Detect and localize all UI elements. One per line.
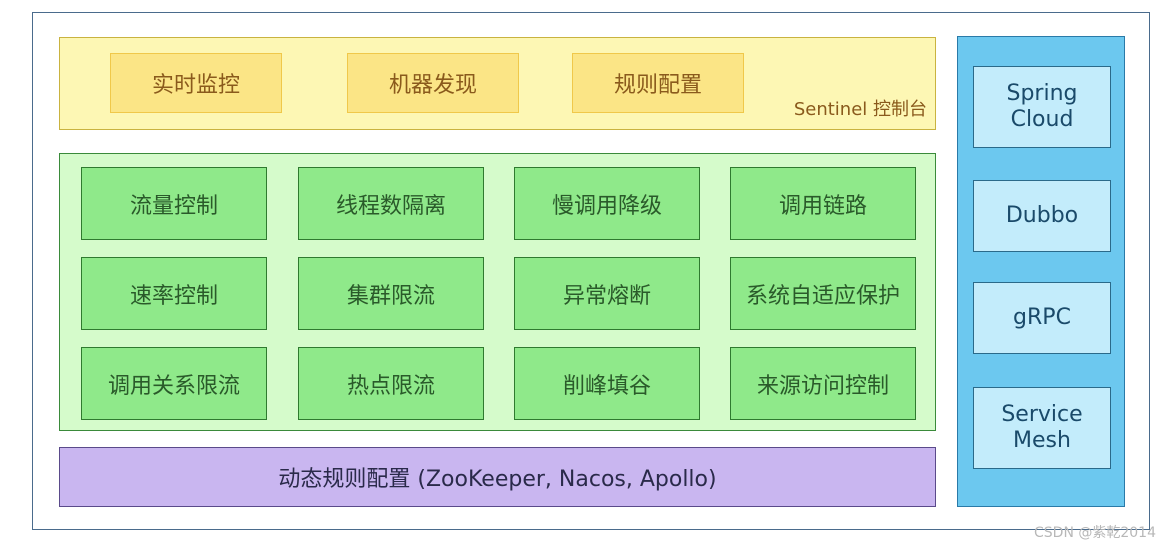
feature-relation-limit: 调用关系限流 xyxy=(81,347,267,420)
feature-exception-break: 异常熔断 xyxy=(514,257,700,330)
feature-system-adaptive: 系统自适应保护 xyxy=(730,257,916,330)
console-item-realtime-monitoring: 实时监控 xyxy=(110,53,282,113)
feature-thread-isolation: 线程数隔离 xyxy=(298,167,484,240)
console-item-rule-config: 规则配置 xyxy=(572,53,744,113)
features-panel: 流量控制 线程数隔离 慢调用降级 调用链路 速率控制 集群限流 异常熔断 系统自… xyxy=(59,153,936,431)
sentinel-console-panel: 实时监控 机器发现 规则配置 Sentinel 控制台 xyxy=(59,37,936,130)
feature-cluster-limit: 集群限流 xyxy=(298,257,484,330)
console-item-machine-discovery: 机器发现 xyxy=(347,53,519,113)
watermark: CSDN @紫乾2014 xyxy=(1034,525,1156,541)
feature-rate-control: 速率控制 xyxy=(81,257,267,330)
framework-grpc: gRPC xyxy=(973,282,1111,354)
framework-label: Dubbo xyxy=(1005,202,1079,228)
feature-origin-access: 来源访问控制 xyxy=(730,347,916,420)
framework-dubbo: Dubbo xyxy=(973,180,1111,252)
framework-label: gRPC xyxy=(1013,304,1071,330)
feature-slow-call-degrade: 慢调用降级 xyxy=(514,167,700,240)
feature-peak-shaving: 削峰填谷 xyxy=(514,347,700,420)
feature-hotspot-limit: 热点限流 xyxy=(298,347,484,420)
dynamic-rules-bar: 动态规则配置 (ZooKeeper, Nacos, Apollo) xyxy=(59,447,936,507)
feature-call-chain: 调用链路 xyxy=(730,167,916,240)
feature-flow-control: 流量控制 xyxy=(81,167,267,240)
console-label: Sentinel 控制台 xyxy=(793,99,927,120)
